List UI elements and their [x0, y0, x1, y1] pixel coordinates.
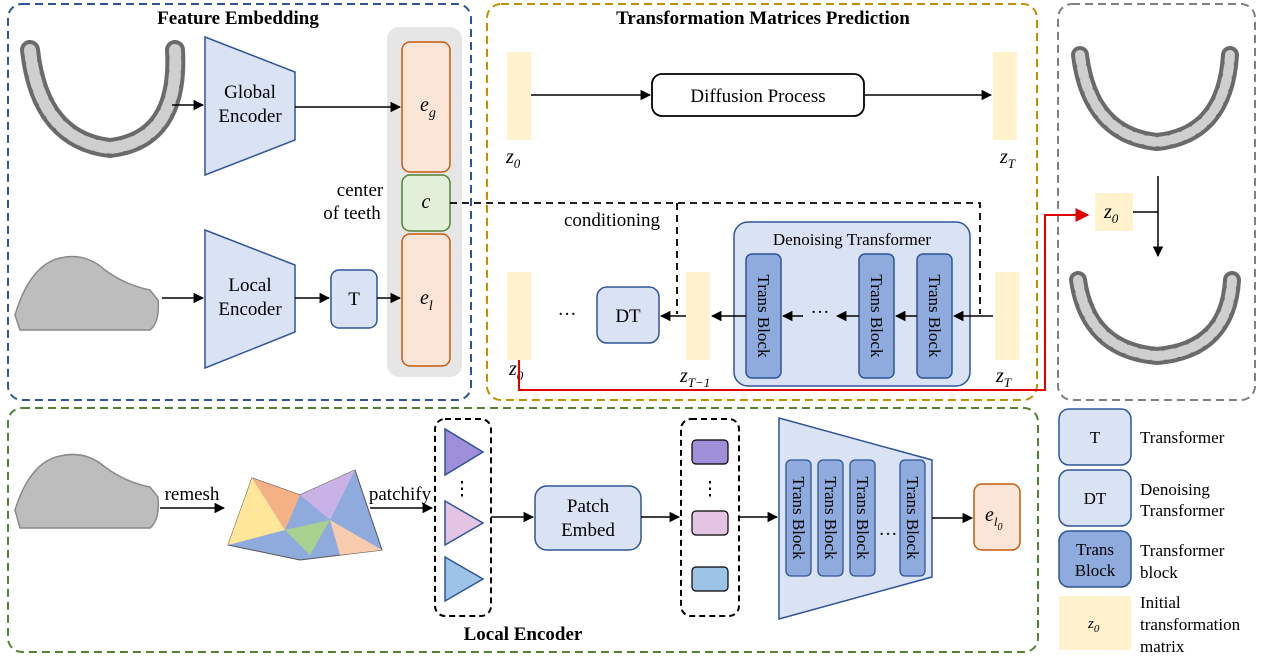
prediction-title: Transformation Matrices Prediction — [616, 8, 910, 29]
z0-output-box — [1095, 193, 1133, 231]
local-trans-block-1-label: Trans Block — [789, 477, 808, 560]
tooth-mesh-image — [14, 255, 160, 331]
e-l-box — [401, 233, 451, 367]
lower-teeth-output-image — [1069, 271, 1241, 366]
legend-dt-desc-1: Denoising — [1140, 480, 1210, 499]
e-g-label: eg — [420, 94, 436, 121]
local-trans-ellipsis: ··· — [879, 524, 898, 545]
patchify-label: patchify — [369, 484, 432, 505]
zT-top-label: zT — [999, 146, 1016, 171]
c-label: c — [422, 191, 431, 213]
feature-embedding-title: Feature Embedding — [157, 8, 319, 29]
tokens-vdots: ⋮ — [701, 479, 720, 500]
token-pink — [691, 510, 729, 536]
local-trans-block-2-label: Trans Block — [821, 477, 840, 560]
local-encoder-title: Local Encoder — [464, 624, 583, 645]
global-encoder-label-2: Encoder — [218, 106, 282, 127]
upper-teeth-image — [20, 40, 186, 159]
patch-triangle-blue — [444, 555, 485, 603]
z0-bottom-bar — [507, 272, 531, 360]
global-encoder-label-1: Global — [224, 82, 276, 103]
e-l0-label: el0 — [985, 504, 1003, 533]
local-trans-block-3-label: Trans Block — [853, 477, 872, 560]
conditioning-label: conditioning — [564, 210, 661, 231]
legend-dt-symbol: DT — [1084, 489, 1107, 508]
output-frame — [1057, 3, 1256, 401]
diffusion-process-label: Diffusion Process — [690, 86, 825, 107]
e-l0-box — [973, 483, 1021, 551]
legend-z0-desc-3: matrix — [1140, 637, 1185, 656]
t-box-label: T — [348, 289, 360, 310]
legend-trans-block-box — [1058, 530, 1132, 588]
zT-bottom-bar — [995, 272, 1019, 360]
legend-trans-block-desc-1: Transformer — [1140, 541, 1225, 560]
zT1-bar — [686, 272, 710, 360]
trans-block-3-label: Trans Block — [925, 275, 944, 358]
dt-ellipsis: ··· — [558, 304, 577, 325]
legend-z0-desc-1: Initial — [1140, 593, 1181, 612]
patch-embed-label-1: Patch — [567, 496, 610, 517]
prediction-frame — [486, 3, 1038, 401]
center-of-teeth-label-1: center — [337, 180, 384, 201]
global-encoder-block — [204, 35, 296, 177]
e-g-box — [401, 41, 451, 173]
legend-trans-block-symbol-2: Block — [1075, 561, 1116, 580]
center-of-teeth-label-2: of teeth — [323, 203, 381, 224]
remesh-label: remesh — [165, 484, 220, 505]
zT-top-bar — [993, 52, 1017, 140]
legend-dt-box — [1058, 469, 1132, 527]
legend-trans-block-desc-2: block — [1140, 563, 1178, 582]
dt-label: DT — [615, 306, 641, 327]
conditioning-line — [450, 202, 981, 314]
trans-block-2-label: Trans Block — [867, 275, 886, 358]
t-transformer-box — [330, 269, 378, 329]
z0-bottom-label: z0 — [508, 358, 524, 383]
trans-block-ellipsis: ··· — [811, 302, 830, 323]
local-encoder-frame — [7, 407, 1039, 653]
denoising-transformer-label: Denoising Transformer — [773, 230, 932, 249]
patch-embed-box — [534, 485, 642, 551]
local-trans-block-4-label: Trans Block — [903, 477, 922, 560]
local-trans-block-2 — [817, 459, 844, 577]
patch-embed-label-2: Embed — [561, 520, 615, 541]
zT-bottom-label: zT — [995, 365, 1012, 390]
remeshed-surface-image — [227, 469, 383, 561]
feature-embedding-frame — [7, 3, 472, 401]
legend-z0-desc-2: transformation — [1140, 615, 1241, 634]
patch-triangle-purple — [444, 427, 485, 477]
local-trans-block-3 — [849, 459, 876, 577]
z0-top-bar — [507, 52, 531, 140]
legend-trans-block-symbol-1: Trans — [1076, 540, 1114, 559]
legend-t-box — [1058, 408, 1132, 466]
output-red-line — [518, 208, 1090, 391]
local-trans-block-4 — [899, 459, 926, 577]
zT1-label: zT−1 — [679, 365, 710, 390]
local-trans-block-1 — [785, 459, 812, 577]
local-encoder-label-2: Encoder — [218, 299, 282, 320]
token-purple — [691, 439, 729, 465]
local-encoder-block — [204, 228, 296, 370]
e-l-label: el — [420, 287, 433, 314]
z0-output-label: z0 — [1103, 201, 1119, 226]
patch-triangle-pink — [444, 499, 485, 547]
legend-z0-box — [1059, 596, 1131, 650]
legend-t-symbol: T — [1090, 428, 1101, 447]
dt-box — [596, 286, 660, 344]
token-blue — [691, 566, 729, 592]
legend-t-desc: Transformer — [1140, 428, 1225, 447]
denoising-transformer-box — [733, 221, 971, 387]
local-tooth-mesh-image — [14, 453, 160, 529]
local-encoder-label-1: Local — [228, 275, 271, 296]
z0-top-label: z0 — [505, 146, 521, 171]
trans-block-1-label: Trans Block — [754, 275, 773, 358]
patches-vdots: ⋮ — [453, 479, 472, 500]
upper-teeth-output-image — [1071, 46, 1239, 152]
legend-dt-desc-2: Transformer — [1140, 501, 1225, 520]
